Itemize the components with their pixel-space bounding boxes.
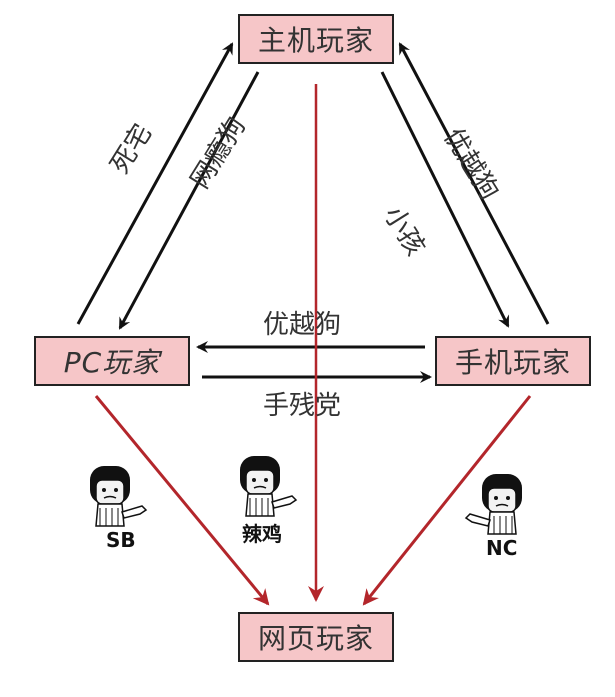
node-label: PC玩家 <box>63 346 161 379</box>
meme-face-left-icon <box>90 466 148 527</box>
meme-face-right-icon <box>464 474 522 535</box>
meme-caption-left: SB <box>106 528 136 552</box>
arrow-console-to-pc <box>118 71 260 330</box>
node-console-player: 主机玩家 <box>238 14 394 64</box>
node-label: 主机玩家 <box>257 24 374 57</box>
arrow-console-to-mobile <box>380 71 510 328</box>
node-label: 手机玩家 <box>454 346 571 379</box>
arrow-mobile-to-console <box>398 42 550 325</box>
arrow-mobile-to-web <box>362 395 532 606</box>
node-mobile-player: 手机玩家 <box>435 336 591 386</box>
node-pc-player: PC玩家 <box>34 336 190 386</box>
edge-label-mobile-to-pc: 优越狗 <box>263 310 342 340</box>
arrow-pc-to-web <box>94 395 270 606</box>
meme-caption-right: NC <box>486 536 518 560</box>
node-label: 网页玩家 <box>257 622 374 655</box>
edge-label-pc-to-mobile: 手残党 <box>263 391 342 421</box>
arrow-pc-to-console <box>76 42 234 325</box>
meme-caption-center: 辣鸡 <box>242 522 282 546</box>
node-web-player: 网页玩家 <box>238 612 394 662</box>
meme-face-center-icon <box>240 456 298 517</box>
